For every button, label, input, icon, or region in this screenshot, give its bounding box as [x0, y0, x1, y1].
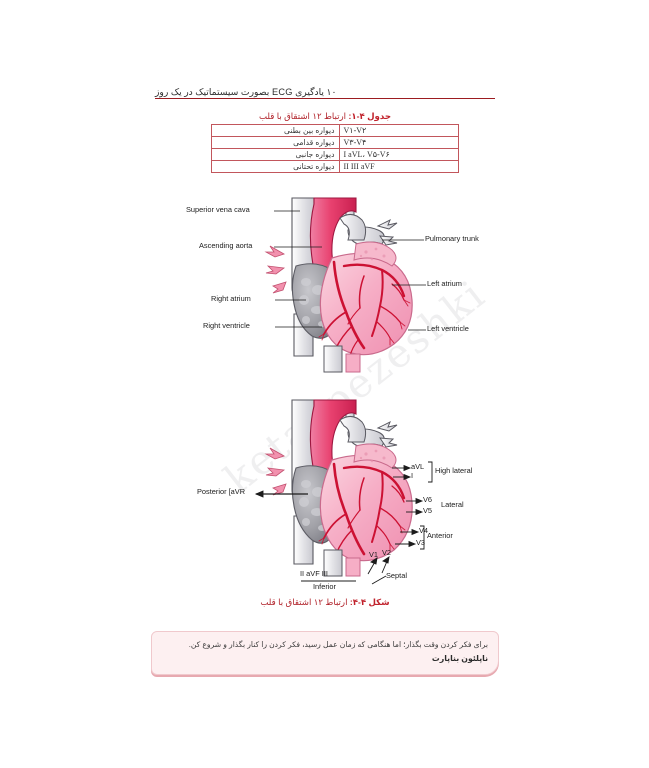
heart-ecg-leads-figure: Posterior [aVR aVL I High lateral V6 V5 …: [196, 398, 486, 591]
group-brackets: [301, 461, 433, 585]
cell-leads: V۱-V۲: [338, 124, 459, 137]
label-pulmonary-trunk: Pulmonary trunk: [425, 234, 479, 243]
label-inferior: Inferior: [313, 582, 337, 591]
label-septal: Septal: [386, 571, 407, 580]
label-avl: aVL: [411, 462, 425, 471]
figure-caption-label: شکل ۴-۴:: [349, 597, 390, 607]
label-right-atrium: Right atrium: [211, 294, 251, 303]
quote-box: برای فکر کردن وقت بگذار؛ اما هنگامی که ز…: [151, 631, 499, 675]
cell-wall: دیواره تحتانی: [211, 160, 340, 173]
quote-author: ناپلئون بناپارت: [431, 654, 488, 663]
label-high-lateral: High lateral: [435, 466, 473, 475]
cell-wall: دیواره قدامی: [211, 136, 340, 149]
table-caption-text: ارتباط ۱۲ اشتقاق با قلب: [258, 111, 349, 121]
cell-leads: I aVL، V۵-V۶: [338, 148, 459, 161]
label-right-ventricle: Right ventricle: [203, 321, 250, 330]
table-caption: جدول ۴-۱: ارتباط ۱۲ اشتقاق با قلب: [155, 111, 495, 122]
left-atrium-shape: [353, 241, 397, 267]
running-header-text: ۱۰ یادگیری ECG بصورت سیستماتیک در یک روز: [155, 87, 337, 97]
table-caption-label: جدول ۴-۱:: [348, 111, 392, 121]
label-v4: V4: [419, 526, 429, 535]
lead-wall-table: V۱-V۲ دیواره بین بطنی V۳-V۴ دیواره قدامی…: [211, 124, 459, 173]
label-v2: V2: [382, 548, 392, 557]
table-row: V۱-V۲ دیواره بین بطنی: [211, 124, 459, 137]
label-v6: V6: [423, 495, 433, 504]
label-v5: V5: [423, 506, 433, 515]
figure-caption: شکل ۴-۴: ارتباط ۱۲ اشتقاق با قلب: [155, 597, 495, 608]
figure-caption-text: ارتباط ۱۲ اشتقاق با قلب: [260, 597, 350, 607]
cell-wall: دیواره بین بطنی: [211, 124, 340, 137]
heart-anatomy-illustration: [264, 197, 426, 373]
label-superior-vena-cava: Superior vena cava: [186, 205, 250, 214]
label-left-ventricle: Left ventricle: [427, 324, 469, 333]
label-posterior-avr: Posterior [aVR: [197, 487, 246, 496]
label-lead-i: I: [411, 471, 414, 480]
quote-text: برای فکر کردن وقت بگذار؛ اما هنگامی که ز…: [188, 640, 488, 649]
label-lateral: Lateral: [441, 500, 464, 509]
label-ascending-aorta: Ascending aorta: [199, 241, 253, 250]
label-leader-lines: [274, 210, 426, 331]
coronary-arteries: [323, 260, 406, 357]
heart-anatomy-figure: Superior vena cava Ascending aorta Right…: [186, 196, 486, 376]
coronary-arteries-2: [323, 462, 406, 556]
heart-ecg-leads-illustration: [254, 399, 433, 585]
label-v1: V1: [369, 550, 379, 559]
header-rule: [155, 98, 495, 99]
table-row: II III aVF دیواره تحتانی: [211, 160, 459, 173]
table-row: I aVL، V۵-V۶ دیواره جانبی: [211, 148, 459, 161]
label-v3: V3: [416, 538, 426, 547]
label-left-atrium: Left atrium: [427, 279, 462, 288]
table-row: V۳-V۴ دیواره قدامی: [211, 136, 459, 149]
cell-leads: V۳-V۴: [338, 136, 459, 149]
label-inferior-leads: II aVF III: [300, 569, 328, 578]
cell-leads: II III aVF: [338, 160, 459, 173]
running-header: ۱۰ یادگیری ECG بصورت سیستماتیک در یک روز: [155, 82, 495, 100]
ecg-lead-arrows: [254, 464, 424, 575]
label-anterior: Anterior: [427, 531, 453, 540]
cell-wall: دیواره جانبی: [211, 148, 340, 161]
